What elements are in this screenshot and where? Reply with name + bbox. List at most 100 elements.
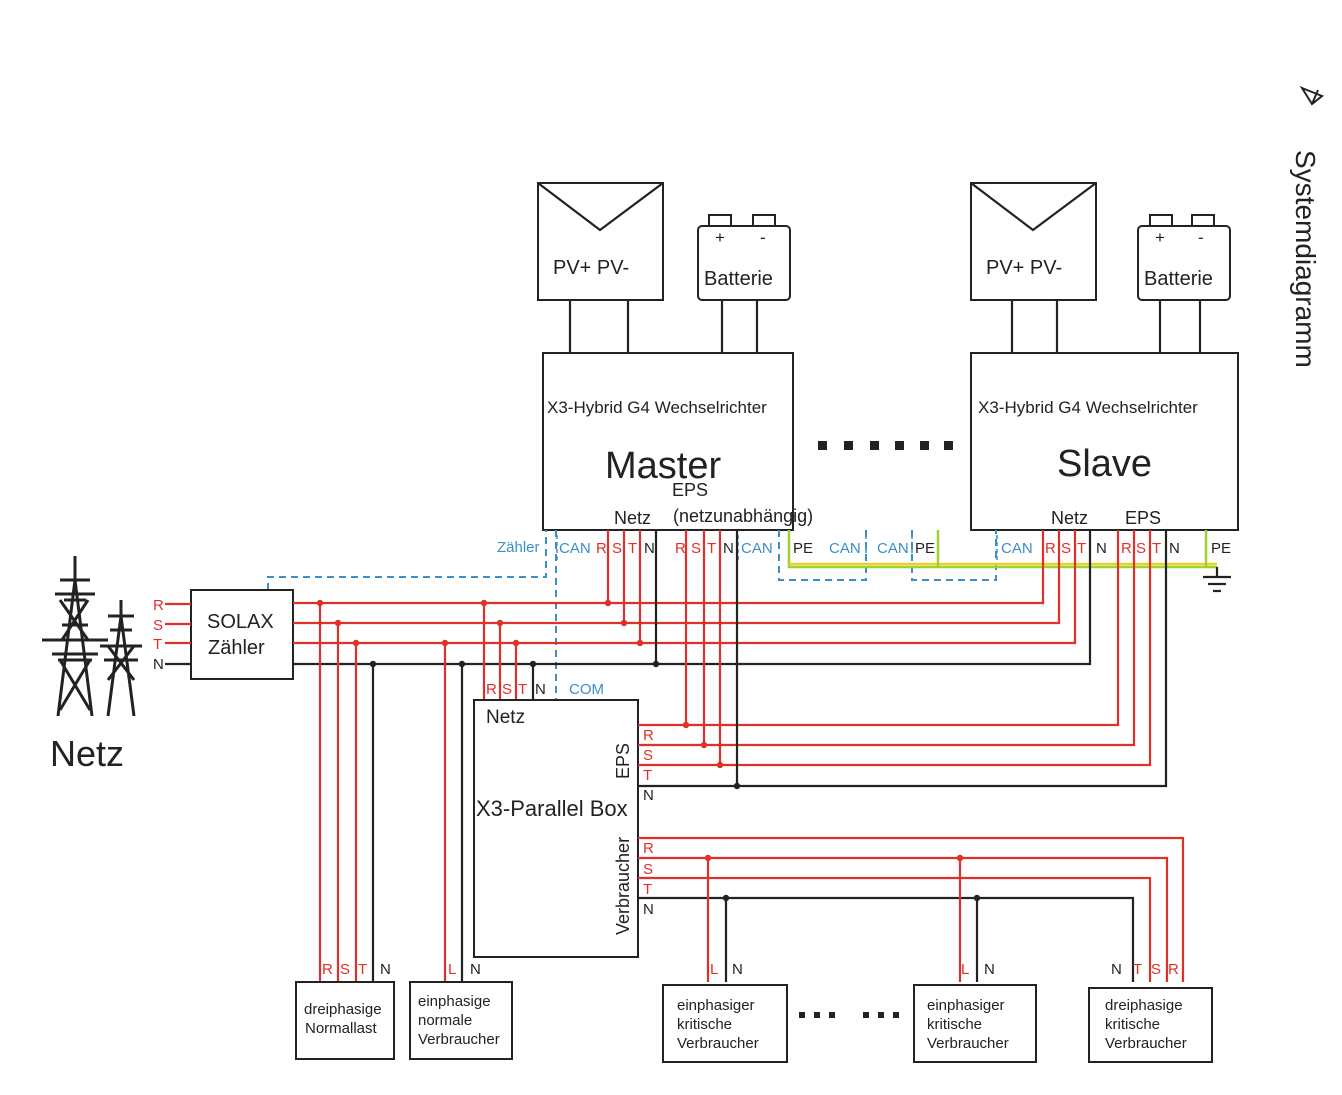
- svg-text:N: N: [984, 961, 995, 978]
- svg-text:R: R: [1168, 961, 1179, 978]
- svg-text:S: S: [153, 617, 163, 634]
- battery-slave: + - Batterie: [1137, 214, 1231, 353]
- eps-wiring: [638, 530, 1168, 790]
- svg-text:S: S: [1151, 961, 1161, 978]
- grid-label: Netz: [50, 733, 124, 774]
- svg-text:R: R: [1045, 540, 1056, 557]
- grid-bus-junctions: [316, 599, 660, 668]
- between-terminals: CAN CAN PE: [829, 540, 935, 557]
- load-three-phase-normal: R S T N dreiphasige Normallast: [295, 961, 395, 1060]
- inverter-slave: X3-Hybrid G4 Wechselrichter Slave Netz E…: [970, 352, 1239, 531]
- svg-text:R: R: [643, 727, 654, 744]
- battery-plus: +: [715, 228, 725, 247]
- svg-text:S: S: [502, 681, 512, 698]
- svg-text:PE: PE: [793, 540, 813, 557]
- svg-text:T: T: [358, 961, 367, 978]
- load-single-phase-critical-1: L N einphasiger kritische Verbraucher: [662, 961, 788, 1063]
- svg-text:T: T: [707, 540, 716, 557]
- svg-text:COM: COM: [569, 681, 604, 698]
- svg-text:N: N: [470, 961, 481, 978]
- svg-text:R: R: [1121, 540, 1132, 557]
- svg-text:T: T: [628, 540, 637, 557]
- svg-text:L: L: [961, 961, 969, 978]
- svg-text:normale: normale: [418, 1012, 472, 1029]
- svg-text:S: S: [643, 861, 653, 878]
- eps-port-label: EPS: [1125, 508, 1161, 528]
- svg-text:Zähler: Zähler: [208, 637, 265, 659]
- battery-master: + - Batterie: [697, 214, 791, 353]
- slave-terminals: CAN R S T N R S T N PE: [1001, 540, 1231, 557]
- svg-text:R: R: [153, 597, 164, 614]
- svg-text:L: L: [710, 961, 718, 978]
- svg-text:SOLAX: SOLAX: [207, 611, 274, 633]
- pv-label: PV+ PV-: [986, 257, 1062, 279]
- inverter-model: X3-Hybrid G4 Wechselrichter: [978, 398, 1198, 417]
- section-title: Systemdiagramm: [1290, 150, 1321, 368]
- svg-text:X3-Parallel Box: X3-Parallel Box: [476, 796, 628, 821]
- svg-text:Verbraucher: Verbraucher: [1105, 1035, 1187, 1052]
- svg-text:N: N: [723, 540, 734, 557]
- svg-text:Netz: Netz: [486, 707, 525, 728]
- battery-label: Batterie: [1144, 268, 1213, 290]
- svg-text:kritische: kritische: [927, 1016, 982, 1033]
- svg-text:N: N: [1096, 540, 1107, 557]
- svg-text:T: T: [518, 681, 527, 698]
- inverter-dots: [818, 441, 953, 450]
- svg-text:dreiphasige: dreiphasige: [304, 1001, 382, 1018]
- arrow-icon: [1299, 85, 1324, 106]
- svg-text:CAN: CAN: [877, 540, 909, 557]
- pv-module-master: PV+ PV-: [537, 182, 664, 353]
- master-terminals: Zähler CAN R S T N R S T N CAN PE: [497, 539, 813, 557]
- load-three-phase-critical: N T S R dreiphasige kritische Verbrauche…: [1088, 961, 1213, 1063]
- svg-text:N: N: [535, 681, 546, 698]
- svg-text:EPS: EPS: [613, 743, 633, 779]
- battery-minus: -: [1198, 228, 1204, 247]
- svg-text:S: S: [1061, 540, 1071, 557]
- svg-text:S: S: [340, 961, 350, 978]
- svg-text:dreiphasige: dreiphasige: [1105, 997, 1183, 1014]
- svg-text:Normallast: Normallast: [305, 1020, 378, 1037]
- inverter-master: X3-Hybrid G4 Wechselrichter Master Netz …: [542, 352, 813, 531]
- svg-text:S: S: [691, 540, 701, 557]
- svg-text:CAN: CAN: [559, 540, 591, 557]
- grid-port-label: Netz: [1051, 508, 1088, 528]
- battery-minus: -: [760, 228, 766, 247]
- battery-label: Batterie: [704, 268, 773, 290]
- svg-text:PE: PE: [1211, 540, 1231, 557]
- svg-text:R: R: [486, 681, 497, 698]
- svg-text:kritische: kritische: [1105, 1016, 1160, 1033]
- svg-text:S: S: [1136, 540, 1146, 557]
- svg-text:CAN: CAN: [741, 540, 773, 557]
- grid-bus: [293, 530, 1092, 666]
- solax-meter: SOLAX Zähler: [165, 589, 294, 680]
- grid-phase-labels: R S T N: [153, 597, 164, 673]
- battery-plus: +: [1155, 228, 1165, 247]
- load-dots: [799, 1012, 899, 1018]
- svg-text:T: T: [1077, 540, 1086, 557]
- svg-text:R: R: [675, 540, 686, 557]
- inverter-role: Master: [605, 445, 721, 487]
- svg-text:N: N: [644, 540, 655, 557]
- svg-text:N: N: [643, 901, 654, 918]
- svg-text:N: N: [643, 787, 654, 804]
- can-bus-wiring: [267, 530, 997, 700]
- svg-text:CAN: CAN: [829, 540, 861, 557]
- svg-text:kritische: kritische: [677, 1016, 732, 1033]
- svg-text:N: N: [732, 961, 743, 978]
- svg-text:R: R: [322, 961, 333, 978]
- svg-text:T: T: [1152, 540, 1161, 557]
- power-tower-icon: [42, 556, 142, 717]
- svg-text:N: N: [380, 961, 391, 978]
- svg-text:S: S: [612, 540, 622, 557]
- svg-text:T: T: [643, 767, 652, 784]
- eps-port-label: EPS: [672, 480, 708, 500]
- svg-text:Zähler: Zähler: [497, 539, 540, 556]
- svg-text:Verbraucher: Verbraucher: [927, 1035, 1009, 1052]
- critical-load-wiring: [638, 836, 1185, 982]
- svg-text:Verbraucher: Verbraucher: [613, 837, 633, 935]
- svg-text:T: T: [153, 636, 162, 653]
- svg-text:Verbraucher: Verbraucher: [418, 1031, 500, 1048]
- svg-text:L: L: [448, 961, 456, 978]
- svg-text:einphasiger: einphasiger: [927, 997, 1005, 1014]
- load-single-phase-normal: L N einphasige normale Verbraucher: [409, 961, 513, 1060]
